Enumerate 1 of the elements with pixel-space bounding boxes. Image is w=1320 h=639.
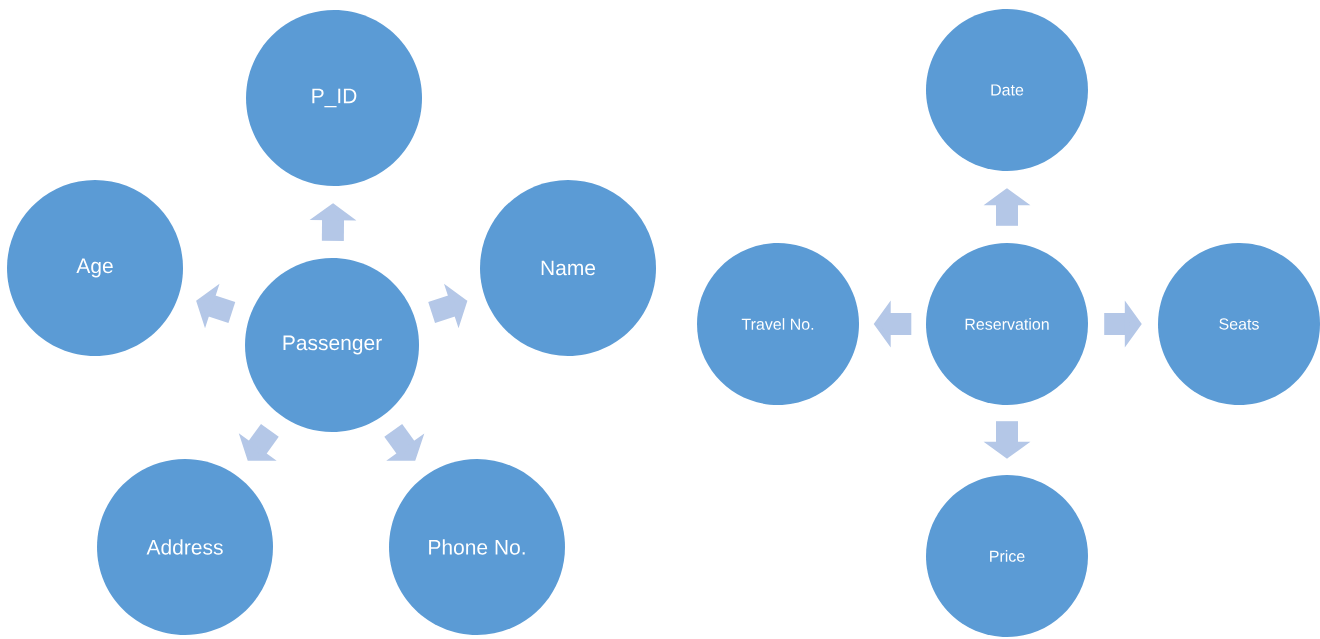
block-arrow: [384, 423, 425, 461]
